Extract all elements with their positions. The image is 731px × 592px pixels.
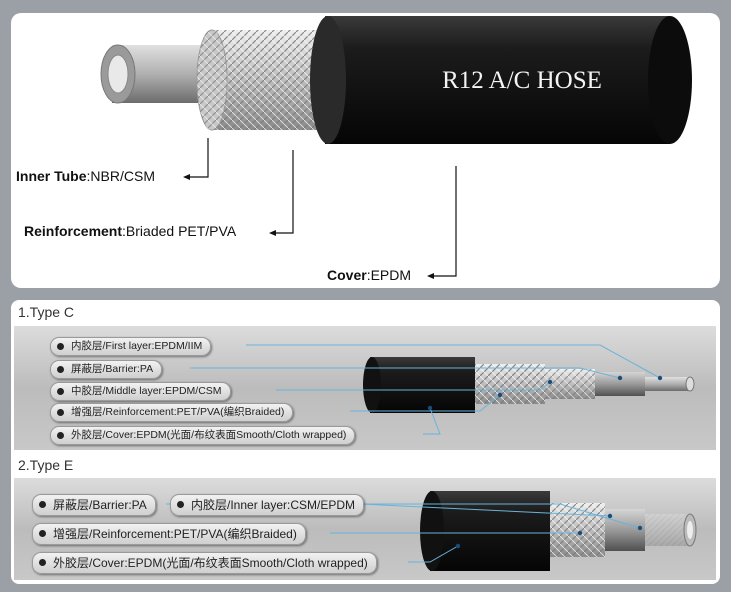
bullet-icon xyxy=(39,501,46,508)
hose-label: R12 A/C HOSE xyxy=(442,67,602,94)
type-e-layer-inner: 内胶层/Inner layer:CSM/EPDM xyxy=(170,494,365,516)
cover-label: Cover:EPDM xyxy=(327,267,412,283)
bullet-icon xyxy=(57,432,64,439)
top-hose-cover xyxy=(310,16,692,144)
bullet-icon xyxy=(57,366,64,373)
type-e-layer-cover: 外胶层/Cover:EPDM(光面/布纹表面Smooth/Cloth wrapp… xyxy=(32,552,377,574)
top-callout-lines xyxy=(186,138,457,277)
type-e-layer-barrier: 屏蔽层/Barrier:PA xyxy=(32,494,156,516)
type-e-layer-reinforcement: 增强层/Reinforcement:PET/PVA(编织Braided) xyxy=(32,523,306,545)
type-c-layer-barrier: 屏蔽层/Barrier:PA xyxy=(50,360,163,379)
type-e-hose xyxy=(420,491,697,571)
type-c-callout-lines xyxy=(190,344,661,435)
type-c-layer-reinforcement: 增强层/Reinforcement:PET/PVA(编织Braided) xyxy=(50,403,294,422)
bullet-icon xyxy=(39,530,46,537)
bullet-icon xyxy=(177,501,184,508)
type-c-layer-first: 内胶层/First layer:EPDM/IIM xyxy=(50,337,212,356)
inner-tube-label: Inner Tube:NBR/CSM xyxy=(16,168,155,184)
bullet-icon xyxy=(57,388,64,395)
type-c-layer-middle: 中胶层/Middle layer:EPDM/CSM xyxy=(50,382,231,401)
reinforcement-label: Reinforcement:Briaded PET/PVA xyxy=(24,223,237,239)
type-c-title: 1.Type C xyxy=(18,304,75,320)
type-c-layer-cover: 外胶层/Cover:EPDM(光面/布纹表面Smooth/Cloth wrapp… xyxy=(50,426,356,445)
bullet-icon xyxy=(57,343,64,350)
bullet-icon xyxy=(39,559,46,566)
type-c-hose xyxy=(363,357,695,413)
type-e-title: 2.Type E xyxy=(18,457,74,473)
bullet-icon xyxy=(57,409,64,416)
